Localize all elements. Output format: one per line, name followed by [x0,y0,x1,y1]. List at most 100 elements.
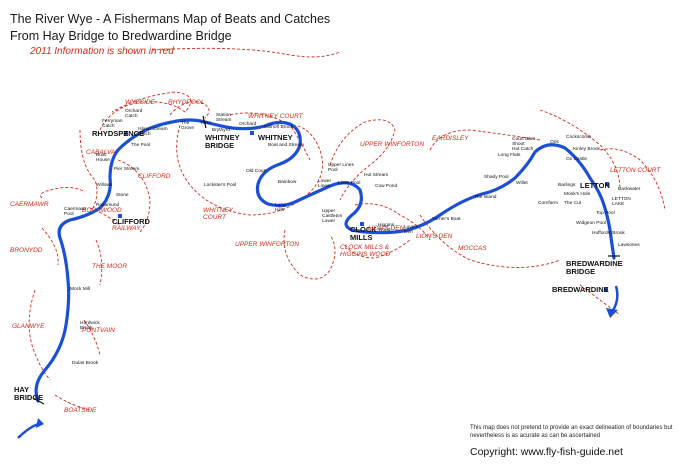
catch-label-widgeon-pool: Widgeon Pool [576,220,606,226]
hay-flow-arrowhead-icon [36,418,44,428]
catch-label-long-flats: Long Flats [498,152,521,158]
beat-boundary-clock-mills [344,239,411,259]
catch-label-shady-pool: Shady Pool [484,174,509,180]
catch-label-toll: TOLL [200,120,212,126]
beat-boundary-wyeside [99,91,192,131]
letton-dot-icon [605,182,609,186]
rhydspence-dot-icon [124,131,128,135]
beat-label-glanwye: GLANWYE [12,323,45,330]
beat-label-railway: RAILWAY [112,225,141,232]
map-title-line1: The River Wye - A Fishermans Map of Beat… [10,12,331,26]
disclaimer-text: This map does not pretend to provide an … [470,425,673,439]
place-label-clifford: CLIFFORD [112,217,150,226]
beat-boundary-clifford-east [117,159,151,233]
beat-boundary-subtitle-line [151,47,341,58]
beat-label-wyeside: WYESIDE [125,99,156,106]
catch-label-willows: Willows [96,182,113,188]
place-label-rhydspence: RHYDSPENCE [92,129,144,138]
river-wye [34,118,616,403]
beat-boundaries [28,47,666,411]
beat-boundary-bookwood [89,207,121,227]
beat-boundary-eardisley [429,129,541,151]
beat-label-upper-winforton-top: UPPER WINFORTON [360,141,424,148]
beat-boundary-the-moor [95,239,103,286]
catch-label-rosamund: Rosamund [96,202,120,208]
beat-label-caermawr: CAERMAWR [10,201,49,208]
catch-label-willet: Willet [516,180,528,186]
beat-boundary-upper-winforton-top [329,119,396,201]
place-dots [118,131,609,292]
catch-label-cockscomb: Cockscomb [566,134,591,140]
bredwardine-dot-icon [604,288,608,292]
catch-label-backwater: Backwater [618,186,641,192]
catch-label-old-court: Old Court [246,168,267,174]
catch-label-cornfarm: Cornfarm [538,200,558,206]
catch-label-barlings: Barlings [558,182,576,188]
beat-boundary-rhydpool [169,101,210,119]
beat-label-cabalva: CABALVA [86,149,115,156]
catch-label-dulas-brook: Dulas Brook [72,360,99,366]
catch-label-millhoff-brook: Millhoff Brook [264,124,294,130]
catch-label-hut-catch: Hut Catch [512,146,534,152]
beat-boundary-lions-den [354,203,431,241]
beat-boundary-whitney-court-loop [176,124,323,216]
beat-label-whitney-court-top: WHITNEY COURT [248,113,304,120]
place-label-whitney: WHITNEY [258,133,293,142]
catch-label-hut-stream: Hut Stream [364,172,388,178]
catch-label-kinley-brook: Kinley Brook [573,146,601,152]
beat-boundary-upper-winforton-bottom [283,229,336,280]
beat-boundary-east-edge [579,284,621,316]
clock-mills-dot-icon [360,222,364,226]
hay-flow-arrow-icon [17,422,39,439]
catch-label-lockster-pool: Lockster's Pool [204,182,236,188]
beat-label-bookwood: BOOKWOOD [82,207,122,214]
catch-label-bainbow: Bainbow [278,179,297,185]
beat-label-lions-den-2: LION'S DEN [416,233,453,240]
beat-boundary-caermawr [40,187,86,199]
catch-label-turners-boat: Turner's Boat [432,216,461,222]
beat-label-upper-winforton-bottom: UPPER WINFORTON [235,241,299,248]
bredwardine-flow-arrowhead-icon [606,308,618,318]
beat-boundary-glanwye [28,289,51,381]
map-subtitle: 2011 Information is shown in red [30,46,174,57]
place-label-bredwardine: BREDWARDINE [552,285,609,294]
catch-label-the-island: The Island [474,194,497,200]
catch-label-mock-mill: Mock Mill [70,286,90,292]
catch-label-lines-pool: Lines Pool [338,180,360,186]
bredwardine-flow-arrow-icon [610,285,619,313]
beat-label-clock-mills-higgins: CLOCK MILLS &HIGGINS WOOD [340,244,391,258]
map-title-line2: From Hay Bridge to Bredwardine Bridge [10,29,232,43]
whitney-bridge-marker-icon [202,115,207,129]
beat-label-lions-den-1: LION'S DEN [368,225,405,232]
beat-boundary-letton-lower [539,109,621,191]
catch-label-top-pool: Top Pool [596,210,615,216]
beat-label-letton-court: LETTON COURT [610,167,661,174]
whitney-dot-icon [250,131,254,135]
catch-label-the-pool: The Pool [131,142,150,148]
catch-label-cow-pond: Cow Pond [375,183,397,189]
beat-label-the-moor: THE MOOR [92,263,127,270]
beat-boundary-cabalva [79,129,98,211]
catch-label-the-cut: The Cut [564,200,582,206]
catch-label-brythyrd: Brythyrd [212,127,230,133]
catch-label-ox-castle: Ox Castle [566,156,587,162]
beat-label-pontvain: PONTVAIN [82,327,115,334]
beat-boundary-letton-court [599,148,666,211]
beat-label-moccas: MOCCAS [458,245,487,252]
catch-label-lawsones: Lawsones [618,242,640,248]
